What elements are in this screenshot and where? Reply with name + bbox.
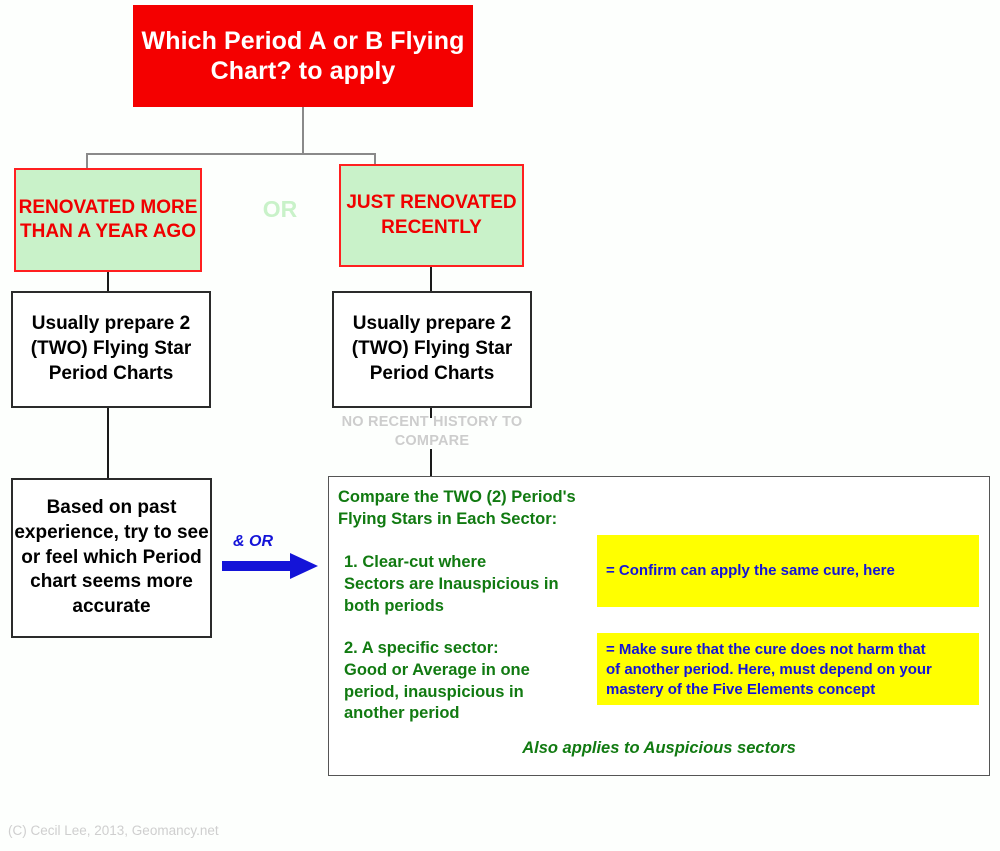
root-question-label: Which Period A or B Flying Chart? to app… (141, 26, 465, 86)
connector-split-bar (86, 153, 376, 155)
connector-drop-left (86, 153, 88, 170)
outcome-label-past-experience: Based on past experience, try to see or … (14, 497, 209, 618)
connector-right-to-panel (430, 449, 432, 476)
result-highlight-2-label: = Make sure that the cure does not harm … (606, 641, 932, 699)
compare-list-item-2: 2. A specific sector: Good or Average in… (344, 639, 530, 723)
connector-root-stem (302, 107, 304, 154)
condition-label-right: JUST RENOVATED RECENTLY (346, 192, 517, 238)
action-label-prepare-right: Usually prepare 2 (TWO) Flying Star Peri… (351, 313, 513, 384)
connector-right-to-prepare (430, 267, 432, 291)
condition-box-just-renovated: JUST RENOVATED RECENTLY (339, 164, 524, 267)
condition-box-renovated-long-ago: RENOVATED MORE THAN A YEAR AGO (14, 168, 202, 272)
compare-periods-panel: Compare the TWO (2) Period's Flying Star… (328, 476, 990, 776)
result-highlight-1-label: = Confirm can apply the same cure, here (606, 561, 895, 579)
result-highlight-1: = Confirm can apply the same cure, here (597, 535, 979, 607)
condition-label-left: RENOVATED MORE THAN A YEAR AGO (18, 196, 198, 242)
copyright-footer: (C) Cecil Lee, 2013, Geomancy.net (8, 823, 219, 838)
action-box-prepare-left: Usually prepare 2 (TWO) Flying Star Peri… (11, 291, 211, 408)
action-label-prepare-left: Usually prepare 2 (TWO) Flying Star Peri… (30, 313, 192, 384)
connector-left-to-prepare (107, 272, 109, 291)
blue-right-arrow-icon (222, 552, 322, 582)
connector-drop-right (374, 153, 376, 166)
root-question-box: Which Period A or B Flying Chart? to app… (133, 5, 473, 107)
result-highlight-2: = Make sure that the cure does not harm … (597, 633, 979, 705)
connector-left-to-outcome (107, 408, 109, 478)
action-box-prepare-right: Usually prepare 2 (TWO) Flying Star Peri… (332, 291, 532, 408)
and-or-connector-label: & OR (233, 533, 273, 550)
or-separator-label: OR (262, 196, 298, 222)
outcome-box-past-experience: Based on past experience, try to see or … (11, 478, 212, 638)
compare-panel-heading: Compare the TWO (2) Period's Flying Star… (338, 488, 576, 528)
no-recent-history-note: NO RECENT HISTORY TO COMPARE (341, 414, 523, 449)
connector-right-note-stem (430, 408, 432, 418)
compare-list-item-1: 1. Clear-cut where Sectors are Inauspici… (344, 553, 559, 615)
compare-panel-footnote: Also applies to Auspicious sectors (522, 739, 796, 757)
